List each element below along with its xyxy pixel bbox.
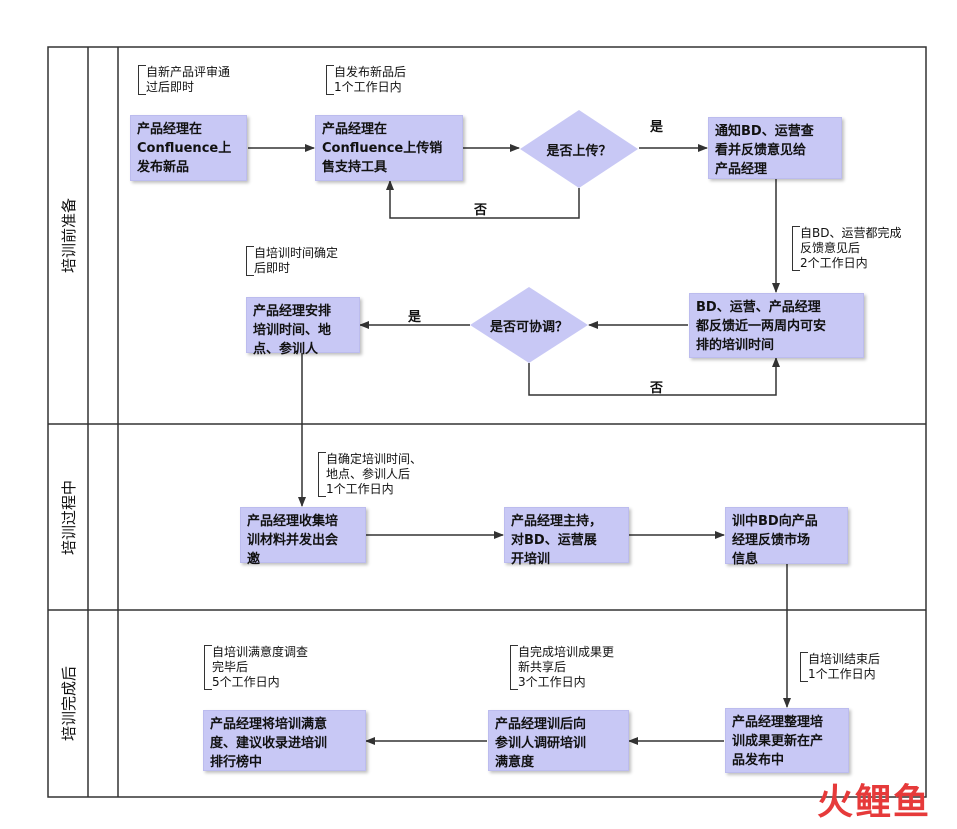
node-publish-confluence: 产品经理在 Confluence上 发布新品	[130, 115, 247, 181]
node-survey: 产品经理训后向 参训人调研培训 满意度	[488, 710, 629, 771]
lane-label-after: 培训完成后	[60, 665, 79, 742]
node-update-results: 产品经理整理培 训成果更新在产 品发布中	[725, 708, 849, 773]
node-host-training: 产品经理主持， 对BD、运营展 开培训	[504, 507, 629, 567]
node-bd-feedback-time: BD、运营、产品经理 都反馈近一两周内可安 排的培训时间	[689, 293, 864, 358]
edge-label-yes-2: 是	[408, 310, 422, 325]
decision-upload-label: 是否上传？	[546, 144, 612, 159]
timing-note-7: 自完成培训成果更 新共享后 3个工作日内	[510, 645, 614, 690]
lane-label-during: 培训过程中	[60, 479, 79, 555]
node-arrange-training: 产品经理安排 培训时间、地 点、参训人	[246, 297, 360, 357]
timing-note-4: 自培训时间确定 后即时	[246, 246, 338, 276]
timing-note-2: 自发布新品后 1个工作日内	[326, 65, 406, 95]
edge-label-yes-1: 是	[650, 120, 664, 135]
node-collect-materials: 产品经理收集培 训材料并发出会 邀	[240, 507, 366, 567]
decision-diamond-coordinate	[470, 287, 588, 363]
edge-label-no-2: 否	[650, 381, 664, 396]
timing-note-3: 自BD、运营都完成 反馈意见后 2个工作日内	[792, 226, 901, 271]
timing-note-6: 自培训结束后 1个工作日内	[800, 652, 880, 682]
decision-diamond-upload	[520, 110, 638, 188]
decision-coordinate-label: 是否可协调？	[489, 320, 568, 335]
edge-label-no-1: 否	[474, 203, 488, 218]
timing-note-8: 自培训满意度调查 完毕后 5个工作日内	[204, 645, 308, 690]
node-bd-feedback-market: 训中BD向产品 经理反馈市场 信息	[725, 507, 848, 567]
edge-coordinate-no-loop	[528, 357, 780, 396]
timing-note-1: 自新产品评审通 过后即时	[138, 65, 230, 95]
timing-note-5: 自确定培训时间、 地点、参训人后 1个工作日内	[318, 452, 422, 497]
watermark-text: 火鲤鱼	[816, 782, 931, 823]
swimlane-frame	[47, 46, 927, 798]
watermark-logo: 火鲤鱼	[817, 773, 931, 825]
node-ranking: 产品经理将培训满意 度、建议收录进培训 排行榜中	[203, 710, 366, 771]
node-notify-bd: 通知BD、运营查 看并反馈意见给 产品经理	[708, 117, 842, 179]
lane-label-before: 培训前准备	[60, 197, 79, 274]
edge-decision-no-loop	[386, 180, 580, 219]
node-upload-tools: 产品经理在 Confluence上传销 售支持工具	[315, 115, 463, 181]
